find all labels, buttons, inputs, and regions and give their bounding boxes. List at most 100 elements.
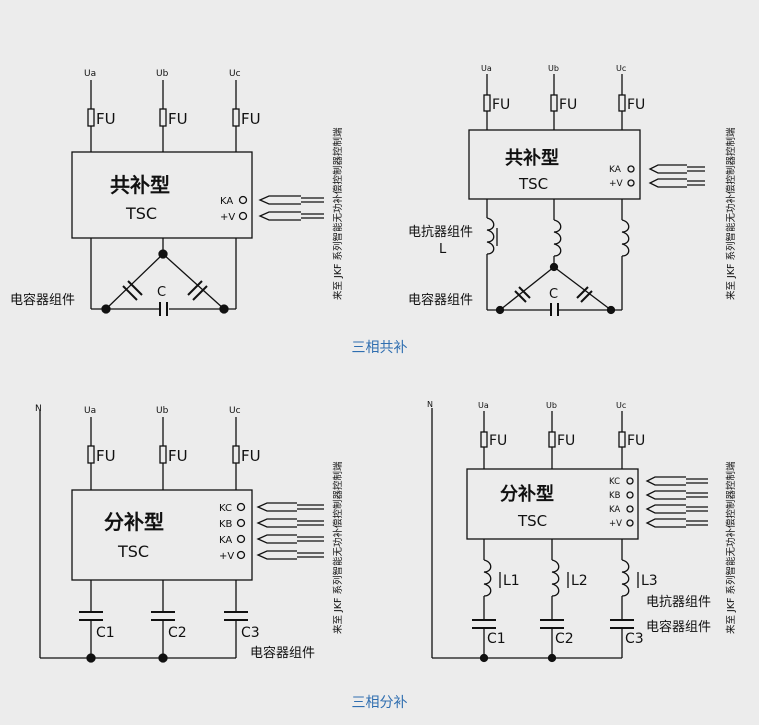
- signal-arrow-icon: [648, 164, 687, 174]
- fuse-label: FU: [559, 97, 577, 113]
- junction-dot-icon: [101, 304, 111, 314]
- junction-dot-icon: [86, 653, 96, 663]
- terminal-label: +V: [609, 519, 622, 529]
- phase-label: Uc: [229, 406, 241, 416]
- box-title: 分补型: [104, 510, 164, 534]
- fuse-label: FU: [96, 110, 116, 128]
- junction-dot-icon: [158, 249, 168, 259]
- signal-arrow-icon: [645, 476, 708, 486]
- terminal-icon: [236, 518, 246, 528]
- reactor-label: 电抗器组件: [408, 225, 473, 240]
- terminal-label: KB: [609, 491, 621, 501]
- fuse-label: FU: [492, 97, 510, 113]
- cap-group-label: 电容器组件: [408, 292, 473, 308]
- capacitor-icon: [472, 619, 496, 629]
- inductor-icon: [553, 219, 562, 257]
- junction-dot-icon: [479, 653, 489, 663]
- phase-label: Ub: [156, 406, 169, 416]
- fuse-label: FU: [557, 433, 575, 449]
- box-subtitle: TSC: [125, 204, 157, 223]
- terminal-icon: [236, 550, 246, 560]
- section-caption-split: 三相分补: [351, 695, 408, 711]
- phase-label: Ub: [548, 64, 559, 73]
- terminal-icon: [626, 519, 634, 527]
- fuse-icon: [87, 445, 95, 464]
- signal-arrow-icon: [256, 534, 324, 544]
- terminal-label: KA: [219, 535, 232, 546]
- box-subtitle: TSC: [517, 512, 547, 530]
- side-note: 来至 JKF 系列智能无功补偿控制器控制端: [332, 127, 344, 300]
- terminal-icon: [626, 477, 634, 485]
- junction-dot-icon: [219, 304, 229, 314]
- side-note: 来至 JKF 系列智能无功补偿控制器控制端: [725, 461, 737, 634]
- diagram-common-comp: [71, 80, 324, 316]
- junction-dot-icon: [158, 653, 168, 663]
- tsc-box: [71, 489, 253, 581]
- fuse-icon: [550, 94, 558, 112]
- cap-label: C: [549, 287, 558, 302]
- box-title: 共补型: [110, 173, 170, 197]
- signal-arrow-icon: [256, 502, 324, 512]
- reactor-label: 电抗器组件: [646, 595, 711, 610]
- inductor-icon: [621, 559, 630, 597]
- neutral-label: N: [35, 404, 42, 414]
- fuse-icon: [159, 108, 167, 127]
- signal-arrow-icon: [256, 550, 324, 560]
- terminal-icon: [236, 502, 246, 512]
- cap-group-label: 电容器组件: [250, 645, 315, 661]
- junction-dot-icon: [547, 653, 557, 663]
- signal-arrow-icon: [645, 518, 708, 528]
- capacitor-icon: [576, 286, 593, 303]
- terminal-icon: [627, 165, 635, 173]
- phase-label: Uc: [616, 64, 626, 73]
- phase-label: Ua: [481, 64, 492, 73]
- capacitor-icon: [151, 611, 175, 621]
- phase-label: Uc: [229, 69, 241, 79]
- terminal-icon: [236, 534, 246, 544]
- diagram-common-comp-labels: Ua Ub Uc FU FU FU 共补型 TSC KA +V C 电容器组件 …: [10, 69, 344, 308]
- phase-label: Ua: [84, 69, 96, 79]
- fuse-icon: [483, 94, 491, 112]
- cap-label: C: [157, 285, 166, 300]
- inductor-label: L1: [503, 573, 520, 589]
- fuse-label: FU: [168, 110, 188, 128]
- diagram-split-comp-labels: N Ua Ub Uc FU FU FU 分补型 TSC KC KB KA +V …: [35, 404, 344, 661]
- inductor-icon: [483, 559, 492, 597]
- fuse-label: FU: [168, 447, 188, 465]
- phase-label: Ua: [84, 406, 96, 416]
- cap-label: C3: [625, 631, 644, 647]
- fuse-label: FU: [627, 433, 645, 449]
- capacitor-icon: [550, 303, 559, 316]
- terminal-icon: [238, 211, 248, 221]
- junction-dot-icon: [495, 305, 505, 315]
- fuse-icon: [232, 108, 240, 127]
- fuse-icon: [548, 431, 556, 448]
- phase-label: Ub: [546, 401, 557, 410]
- terminal-icon: [626, 505, 634, 513]
- fuse-icon: [618, 94, 626, 112]
- capacitor-icon: [122, 280, 143, 301]
- terminal-label: KB: [219, 519, 233, 530]
- fuse-label: FU: [241, 447, 261, 465]
- cap-label: C2: [555, 631, 574, 647]
- terminal-icon: [626, 491, 634, 499]
- fuse-icon: [618, 431, 626, 448]
- inductor-icon: [551, 559, 560, 597]
- diagram-common-comp-reactor: [468, 74, 705, 316]
- terminal-label: +V: [609, 179, 624, 189]
- terminal-label: +V: [219, 551, 234, 562]
- section-caption-common: 三相共补: [351, 340, 408, 356]
- signal-arrow-icon: [645, 504, 708, 514]
- terminal-label: +V: [220, 212, 235, 223]
- signal-arrow-icon: [258, 195, 301, 205]
- inductor-label: L2: [571, 573, 588, 589]
- cap-label: C3: [241, 625, 260, 641]
- box-title: 分补型: [500, 483, 554, 505]
- diagram-split-comp-reactor: [431, 408, 708, 663]
- terminal-label: KA: [220, 196, 233, 207]
- junction-dot-icon: [606, 305, 616, 315]
- phase-label: Uc: [616, 401, 626, 410]
- tsc-box: [71, 151, 253, 239]
- fuse-icon: [232, 445, 240, 464]
- diagram-common-comp-reactor-labels: Ua Ub Uc FU FU FU 共补型 TSC KA +V 电抗器组件 L …: [408, 64, 737, 308]
